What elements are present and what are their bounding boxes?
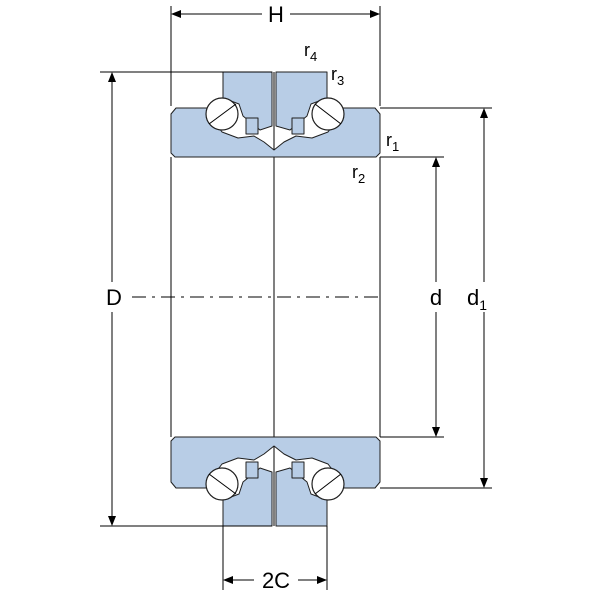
lower-cross-section — [170, 436, 381, 527]
dimension-H — [170, 6, 381, 106]
bore-outline — [132, 72, 381, 526]
cage-right-bottom — [291, 461, 305, 479]
cage-right-top — [291, 117, 305, 135]
outer-ring-right-bottom — [275, 467, 328, 527]
label-D: D — [106, 285, 122, 310]
dimension-d1 — [380, 107, 492, 489]
label-H: H — [268, 2, 284, 27]
dimension-2C — [222, 526, 328, 590]
contact-line-right-top — [314, 103, 342, 125]
upper-cross-section — [170, 71, 381, 158]
dimension-D — [100, 71, 272, 527]
cage-left-bottom — [245, 461, 259, 479]
outer-ring-right-top — [275, 71, 328, 131]
label-r4: r4 — [304, 40, 317, 64]
label-r1: r1 — [386, 130, 399, 154]
label-2C: 2C — [262, 568, 290, 593]
inner-ring-top — [170, 107, 381, 158]
inner-ring-bottom — [170, 436, 381, 489]
label-d: d — [430, 285, 442, 310]
label-d1: d1 — [467, 285, 487, 313]
label-r3: r3 — [331, 64, 344, 88]
dimension-d — [380, 156, 444, 438]
contact-line-right-bottom — [314, 473, 342, 495]
cage-left-top — [245, 117, 259, 135]
label-r2: r2 — [352, 162, 365, 186]
contact-line-left-top — [208, 103, 237, 125]
contact-line-left-bottom — [208, 473, 237, 495]
